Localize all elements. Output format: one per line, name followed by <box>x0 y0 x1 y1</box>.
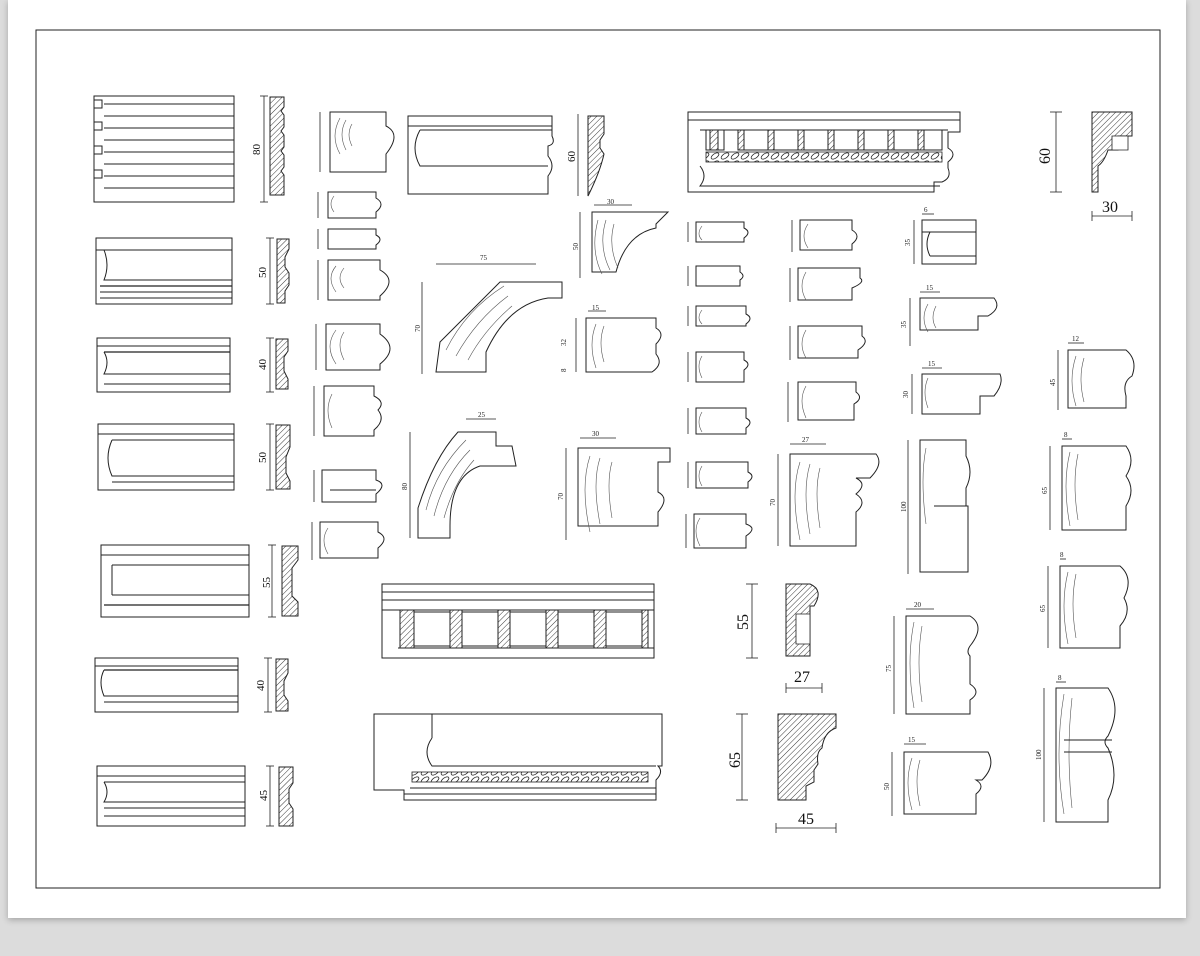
dim-label-45-b: 45 <box>1049 379 1057 387</box>
dim-label-15-c: 15 <box>928 360 936 368</box>
profile-70-right <box>777 443 880 547</box>
dim-label-30: 30 <box>607 198 615 206</box>
dim-label-60-b: 60 <box>1037 148 1054 164</box>
profile-small-3 <box>317 228 381 250</box>
dim-label-15-b: 15 <box>926 284 934 292</box>
drawing-border <box>35 29 1161 889</box>
dim-label-100: 100 <box>900 501 908 512</box>
moulding-flat-4 <box>97 423 291 491</box>
tiny-profile-7 <box>685 513 753 549</box>
cornice-dentil-rope <box>687 111 961 193</box>
far-right-profile-65b <box>1047 558 1129 649</box>
dim-label-8-b: 8 <box>1064 431 1068 439</box>
right-profile-35a <box>913 213 977 265</box>
dim-label-8-d: 8 <box>1058 674 1062 682</box>
profile-hatched-60x30 <box>1050 111 1133 221</box>
dim-label-70: 70 <box>414 325 422 333</box>
crown-profile-75 <box>421 263 563 374</box>
dim-label-8-c: 8 <box>1060 551 1064 559</box>
profile-small-2 <box>317 191 382 219</box>
moulding-flat-5 <box>100 544 299 618</box>
dim-label-60: 60 <box>566 151 578 163</box>
far-right-profile-65a <box>1049 438 1132 531</box>
dim-label-40: 40 <box>257 359 269 371</box>
moulding-flat-3 <box>96 337 289 393</box>
dim-label-45: 45 <box>258 790 270 802</box>
right-profile-30 <box>911 367 1002 415</box>
tiny-profile-6 <box>687 461 753 489</box>
profile-small-8 <box>311 521 385 560</box>
dim-label-25: 25 <box>478 411 486 419</box>
dim-label-35: 35 <box>904 239 912 247</box>
dim-label-30-b: 30 <box>592 430 600 438</box>
mid-profile-1 <box>791 219 858 252</box>
moulding-profiles-drawing: 80 50 40 50 <box>35 29 1161 889</box>
profile-70 <box>565 437 671 540</box>
right-profile-100 <box>907 439 971 574</box>
dim-label-80-b: 80 <box>401 483 409 491</box>
crown-profile-small <box>579 204 670 278</box>
profile-32 <box>575 310 662 373</box>
profile-small-5 <box>315 323 391 371</box>
dim-label-50: 50 <box>257 267 269 279</box>
dim-label-65-b: 65 <box>1039 605 1047 613</box>
dim-label-12: 12 <box>1072 335 1080 343</box>
dim-label-32: 32 <box>560 339 568 347</box>
dim-label-65-c: 65 <box>727 752 744 768</box>
far-right-profile-100 <box>1043 681 1116 823</box>
profile-small-6 <box>313 385 382 437</box>
moulding-flat-6 <box>94 657 289 713</box>
dim-label-50-d: 50 <box>883 783 891 791</box>
profile-75-right <box>893 608 979 715</box>
tiny-profile-4 <box>687 351 749 383</box>
section-hatched-65x45 <box>736 713 837 833</box>
moulding-flat-2 <box>95 237 290 305</box>
dim-label-55: 55 <box>261 577 273 589</box>
moulding-dentil <box>381 583 655 659</box>
tiny-profile-1 <box>687 221 749 243</box>
profile-small-4 <box>317 259 390 301</box>
dim-label-8: 8 <box>560 368 568 372</box>
dim-label-27: 27 <box>802 436 810 444</box>
dim-label-6: 6 <box>924 206 928 214</box>
dim-label-35-b: 35 <box>900 321 908 329</box>
dim-label-30-d: 30 <box>902 391 910 399</box>
dim-label-80: 80 <box>251 144 263 156</box>
moulding-rope <box>373 713 663 801</box>
mid-profile-2 <box>789 267 863 302</box>
dim-label-50-b: 50 <box>257 452 269 464</box>
moulding-reeded-panel <box>93 95 285 203</box>
tiny-profile-3 <box>687 305 751 327</box>
dim-label-75: 75 <box>480 254 488 262</box>
moulding-wide-top <box>407 114 605 197</box>
crown-profile-80 <box>409 418 517 539</box>
tiny-profile-2 <box>687 265 744 287</box>
dim-label-70-b: 70 <box>557 493 565 501</box>
dim-label-45-c: 45 <box>798 811 814 828</box>
dim-label-65: 65 <box>1041 487 1049 495</box>
dim-label-50-c: 50 <box>572 243 580 251</box>
dim-label-100-b: 100 <box>1035 749 1043 760</box>
dim-label-75-b: 75 <box>885 665 893 673</box>
far-right-profile-45 <box>1057 342 1135 410</box>
dim-label-20: 20 <box>914 601 922 609</box>
dim-label-55-b: 55 <box>735 614 752 630</box>
profile-small-7 <box>313 469 383 503</box>
dim-label-70-c: 70 <box>769 499 777 507</box>
dim-label-40-b: 40 <box>255 680 267 692</box>
dim-label-15-d: 15 <box>908 736 916 744</box>
section-hatched-55x27 <box>746 583 823 693</box>
mid-profile-3 <box>789 325 866 360</box>
dim-label-27-b: 27 <box>794 669 810 686</box>
tiny-profile-5 <box>687 407 751 435</box>
drawing-sheet: 80 50 40 50 <box>8 0 1186 918</box>
moulding-flat-7 <box>96 765 294 827</box>
dim-label-15: 15 <box>592 304 600 312</box>
profile-small-1 <box>319 111 395 173</box>
dim-label-30-c: 30 <box>1102 199 1118 216</box>
mid-profile-4 <box>787 381 860 422</box>
right-profile-35b <box>909 291 998 346</box>
profile-50-right <box>891 743 992 816</box>
